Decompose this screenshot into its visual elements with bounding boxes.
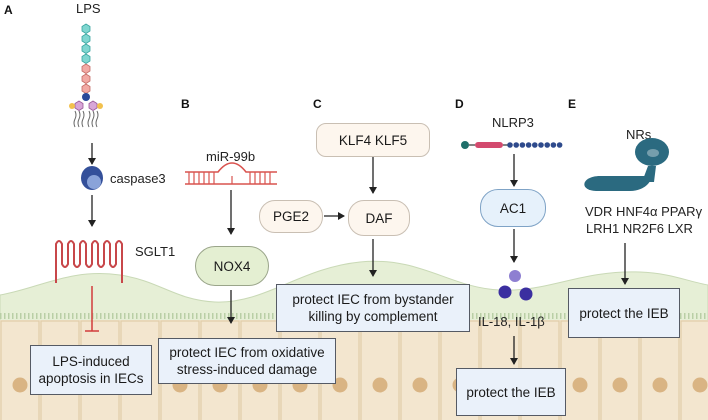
nr-outcome-box: protect the IEB: [568, 288, 680, 338]
nuclear-receptor-icon: [584, 138, 669, 191]
panel-label-e: E: [568, 97, 576, 111]
lrr-bead: [532, 142, 538, 148]
lps-outcome-text: LPS-induced apoptosis in IECs: [38, 354, 144, 386]
daf-label: DAF: [365, 210, 393, 226]
panel-label-c: C: [313, 97, 322, 111]
sglt1-transporter-icon: [55, 240, 123, 283]
daf-outcome-text: protect IEC from bystander killing by co…: [292, 292, 454, 324]
nlrp3-label: NLRP3: [492, 115, 534, 130]
nr-outcome-text: protect the IEB: [579, 305, 669, 321]
nox4-node: NOX4: [195, 246, 269, 286]
cell-nucleus: [332, 377, 348, 393]
lps-label: LPS: [76, 1, 101, 16]
cell-nucleus: [12, 377, 28, 393]
lrr-bead: [513, 142, 519, 148]
caspase3-label: caspase3: [110, 171, 166, 186]
lrr-bead: [556, 142, 563, 148]
panel-label-a: A: [4, 3, 13, 17]
cytokine-particles-icon: [498, 270, 533, 301]
lrr-bead: [519, 142, 526, 148]
klf-node: KLF4 KLF5: [316, 123, 430, 157]
cell-nucleus: [692, 377, 708, 393]
sglt1-label: SGLT1: [135, 244, 175, 259]
mirna-label: miR-99b: [206, 149, 255, 164]
mirna-outcome-box: protect IEC from oxidative stress-induce…: [158, 338, 336, 384]
ac1-node: AC1: [480, 189, 546, 227]
mir-99b-hairpin-icon: [185, 162, 277, 185]
caspase3-icon: [81, 166, 103, 190]
panel-label-b: B: [181, 97, 190, 111]
nr-list-line-1: VDR HNF4α PPARγ: [585, 204, 703, 219]
lrr-bead: [525, 142, 532, 148]
lrr-bead: [544, 142, 550, 148]
pge2-label: PGE2: [272, 209, 310, 224]
ac1-label: AC1: [499, 200, 527, 216]
nlrp3-protein-icon: [461, 141, 563, 149]
cell-nucleus: [612, 377, 628, 393]
cytokines-label: IL-18, IL-1β: [478, 314, 545, 329]
nlrp3-outcome-box: protect the IEB: [456, 368, 566, 416]
lps-molecule-icon: [69, 23, 103, 128]
lrr-bead: [550, 142, 557, 148]
daf-node: DAF: [348, 200, 410, 236]
cell-nucleus: [652, 377, 668, 393]
daf-outcome-box: protect IEC from bystander killing by co…: [276, 284, 470, 332]
mirna-outcome-text: protect IEC from oxidative stress-induce…: [169, 345, 325, 377]
lps-outcome-box: LPS-induced apoptosis in IECs: [30, 345, 152, 395]
panel-label-d: D: [455, 97, 464, 111]
nlrp3-outcome-text: protect the IEB: [466, 384, 556, 400]
nox4-label: NOX4: [213, 258, 251, 274]
lrr-bead: [507, 142, 513, 148]
inhibition-arrow: [85, 286, 99, 332]
cell-nucleus: [412, 377, 428, 393]
epithelial-cell: [680, 320, 708, 420]
klf-label: KLF4 KLF5: [338, 132, 408, 148]
nr-list-line-2: LRH1 NR2F6 LXR: [586, 221, 693, 236]
pge2-node: PGE2: [259, 200, 323, 233]
lrr-bead: [538, 142, 544, 148]
cell-nucleus: [572, 377, 588, 393]
cell-nucleus: [372, 377, 388, 393]
nrs-label: NRs: [626, 127, 652, 142]
